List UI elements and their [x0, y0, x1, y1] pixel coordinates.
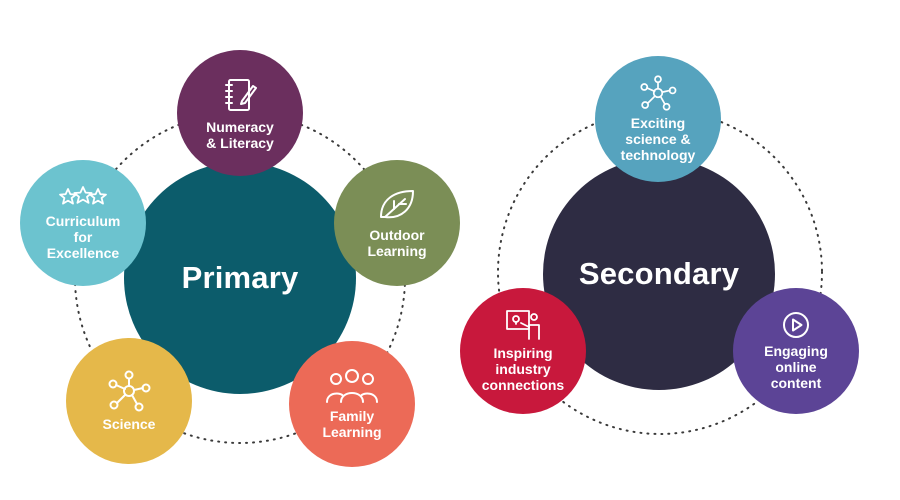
node-label: Family Learning: [322, 408, 382, 440]
node-label: Numeracy & Literacy: [206, 119, 274, 151]
node-label: Outdoor Learning: [367, 227, 427, 259]
node-exciting-science-technology: Exciting science & technology: [595, 56, 721, 182]
secondary-title: Secondary: [578, 256, 740, 291]
presenter-icon: [506, 310, 540, 340]
people-group-icon: [326, 369, 378, 403]
notebook-pencil-icon: [225, 79, 257, 111]
network-icon: [640, 75, 677, 111]
leaf-icon: [380, 190, 414, 219]
node-label: Science: [102, 416, 156, 432]
node-numeracy-literacy: Numeracy & Literacy: [177, 50, 303, 176]
node-curriculum-for-excellence: Curriculum for Excellence: [20, 160, 146, 286]
node-family-learning: Family Learning: [289, 341, 415, 467]
node-label: Inspiring industry connections: [481, 345, 565, 393]
network-icon: [108, 370, 151, 412]
node-label: Engaging online content: [764, 343, 828, 391]
node-outdoor-learning: Outdoor Learning: [334, 160, 460, 286]
node-engaging-online-content: Engaging online content: [733, 288, 859, 414]
node-science: Science: [66, 338, 192, 464]
node-label: Curriculum for Excellence: [45, 213, 121, 261]
node-inspiring-industry-connections: Inspiring industry connections: [460, 288, 586, 414]
play-icon: [783, 312, 809, 338]
node-label: Exciting science & technology: [620, 115, 696, 163]
stars-icon: [59, 186, 107, 205]
primary-title: Primary: [181, 260, 299, 295]
